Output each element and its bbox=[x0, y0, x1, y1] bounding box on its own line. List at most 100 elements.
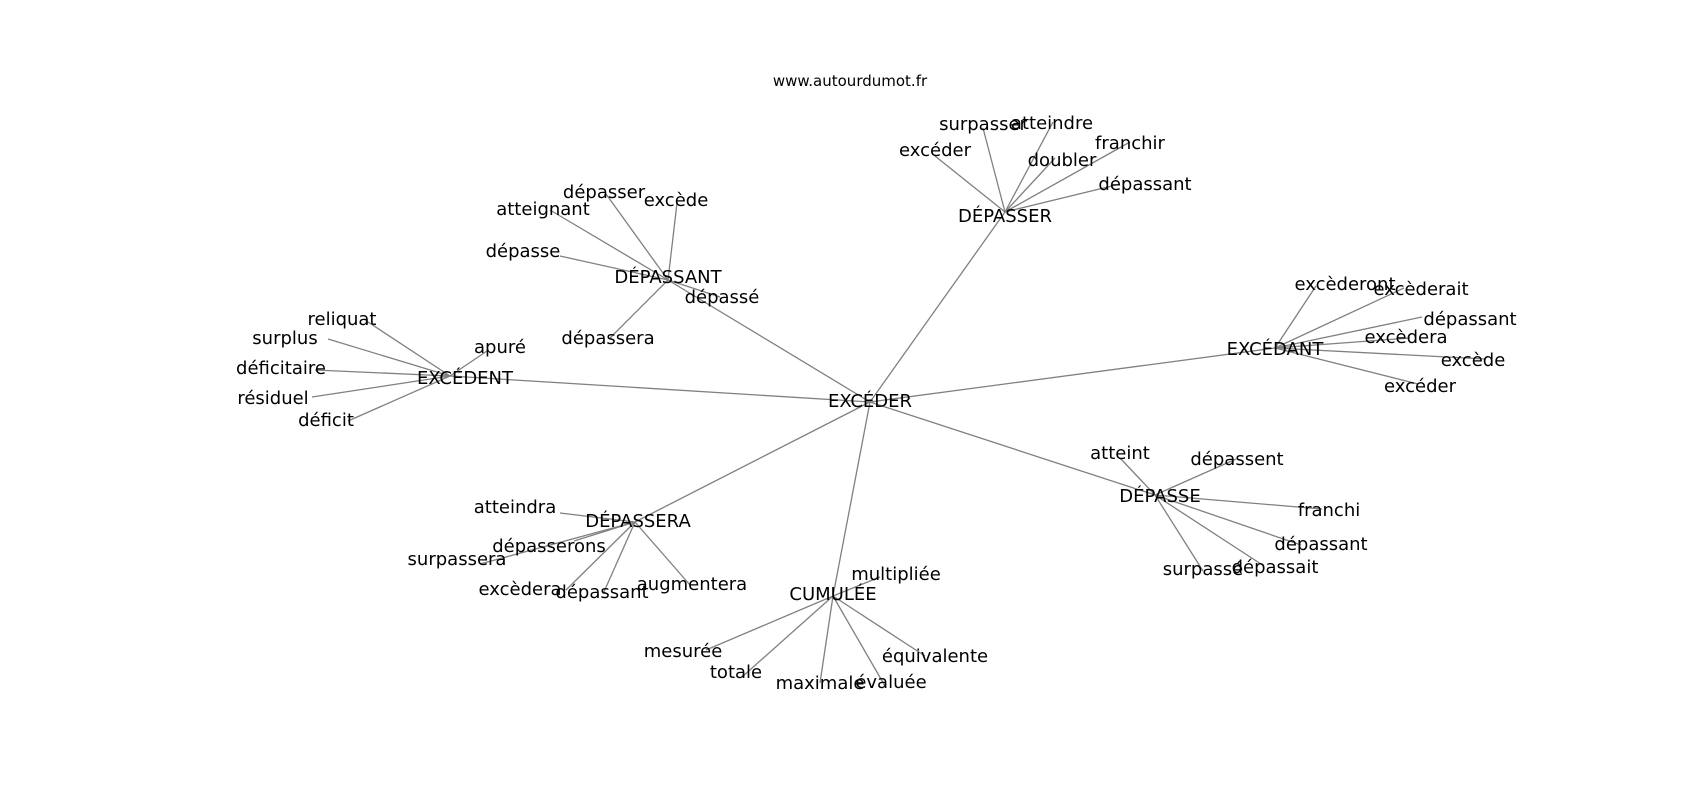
leaf-word-excedant-5[interactable]: excéder bbox=[1384, 376, 1457, 397]
leaf-word-cumulee-0[interactable]: multipliée bbox=[851, 564, 941, 585]
edge-excedant-3 bbox=[1274, 337, 1411, 349]
leaf-word-depassant-1[interactable]: excède bbox=[644, 190, 709, 211]
edge-cumulee-5 bbox=[819, 595, 834, 684]
edge-depassera-2 bbox=[479, 521, 636, 565]
hub-word-cumulee[interactable]: CUMULÉE bbox=[789, 583, 876, 605]
edge-excedent-2 bbox=[449, 350, 488, 377]
leaf-word-excedant-0[interactable]: excèderont bbox=[1294, 274, 1395, 295]
edge-center-depasse bbox=[869, 401, 1156, 496]
leaf-word-depasser-5[interactable]: dépassant bbox=[1098, 174, 1191, 195]
leaf-word-depassant-2[interactable]: atteignant bbox=[496, 199, 590, 220]
edge-depassera-5 bbox=[634, 521, 691, 586]
edge-depassant-3 bbox=[559, 255, 669, 281]
edge-excedant-2 bbox=[1274, 316, 1423, 349]
edge-depasser-1 bbox=[1004, 121, 1054, 213]
leaf-word-depasse-2[interactable]: franchi bbox=[1298, 500, 1360, 521]
leaf-word-depasser-4[interactable]: franchir bbox=[1095, 133, 1165, 154]
edge-depassant-5 bbox=[609, 279, 669, 339]
edge-depassant-1 bbox=[667, 202, 678, 281]
edge-excedant-0 bbox=[1274, 285, 1317, 349]
hub-word-excedent[interactable]: EXCÉDENT bbox=[417, 367, 514, 389]
edge-excedant-4 bbox=[1274, 347, 1486, 360]
edge-center-depassant bbox=[667, 279, 871, 403]
leaf-word-excedent-3[interactable]: déficitaire bbox=[236, 358, 326, 379]
edge-center-depassera bbox=[634, 401, 871, 523]
leaf-word-depassant-0[interactable]: dépasser bbox=[563, 182, 646, 203]
edge-depasse-2 bbox=[1154, 494, 1323, 510]
edge-depasser-5 bbox=[1004, 183, 1121, 213]
leaf-word-excedent-5[interactable]: déficit bbox=[298, 410, 354, 431]
leaf-word-excedent-1[interactable]: surplus bbox=[252, 328, 317, 349]
edge-cumulee-0 bbox=[832, 576, 881, 597]
leaf-word-excedant-3[interactable]: excèdera bbox=[1365, 327, 1448, 348]
edge-depasse-1 bbox=[1154, 458, 1237, 496]
edge-depasse-0 bbox=[1119, 457, 1156, 496]
edge-depasse-4 bbox=[1154, 494, 1204, 572]
leaf-word-excedent-0[interactable]: reliquat bbox=[307, 309, 376, 330]
edge-excedent-3 bbox=[314, 369, 451, 377]
leaf-word-cumulee-3[interactable]: totale bbox=[710, 662, 762, 683]
hub-word-depasse[interactable]: DÉPASSE bbox=[1119, 485, 1200, 507]
edge-depasser-2 bbox=[934, 155, 1006, 213]
edge-depassera-4 bbox=[602, 521, 636, 595]
edge-excedant-1 bbox=[1274, 287, 1405, 349]
leaf-word-depasse-0[interactable]: atteint bbox=[1090, 443, 1150, 464]
leaf-word-depassera-3[interactable]: excèdera bbox=[479, 579, 562, 600]
center-word[interactable]: EXCÉDER bbox=[828, 390, 912, 412]
edge-depassera-0 bbox=[559, 512, 636, 523]
edge-depasse-3 bbox=[1154, 494, 1302, 546]
edge-cumulee-4 bbox=[832, 595, 886, 687]
leaf-word-excedant-4[interactable]: excède bbox=[1441, 350, 1506, 371]
edge-excedent-0 bbox=[364, 319, 451, 377]
hub-word-depassera[interactable]: DÉPASSERA bbox=[585, 510, 691, 532]
edge-cumulee-3 bbox=[741, 595, 834, 678]
edge-cumulee-2 bbox=[832, 595, 926, 657]
leaf-word-depassera-4[interactable]: dépassant bbox=[555, 582, 648, 603]
leaf-word-depasser-2[interactable]: excéder bbox=[899, 140, 972, 161]
leaf-word-excedent-4[interactable]: résiduel bbox=[237, 388, 308, 409]
leaf-word-depassera-1[interactable]: dépasserons bbox=[492, 536, 606, 557]
edge-depasser-4 bbox=[1004, 141, 1131, 213]
edge-depasse-5 bbox=[1154, 494, 1265, 567]
edge-depasser-0 bbox=[982, 127, 1006, 213]
leaf-word-depassant-3[interactable]: dépasse bbox=[486, 241, 561, 262]
leaf-word-cumulee-5[interactable]: maximale bbox=[776, 673, 865, 694]
leaf-word-depasse-5[interactable]: dépassait bbox=[1232, 557, 1319, 578]
edge-center-depasser bbox=[869, 211, 1006, 403]
leaf-word-excedant-1[interactable]: excèderait bbox=[1373, 279, 1468, 300]
edge-depassant-4 bbox=[667, 279, 721, 298]
edge-excedent-1 bbox=[327, 338, 451, 377]
edge-depasser-3 bbox=[1004, 157, 1056, 213]
hub-word-depasser[interactable]: DÉPASSER bbox=[958, 205, 1052, 227]
edge-excedent-4 bbox=[311, 375, 451, 398]
leaf-word-depassera-0[interactable]: atteindra bbox=[474, 497, 557, 518]
edge-center-cumulee bbox=[832, 401, 871, 597]
edge-depassant-2 bbox=[549, 209, 669, 281]
leaf-word-depasser-1[interactable]: atteindre bbox=[1011, 113, 1093, 134]
leaf-word-cumulee-2[interactable]: équivalente bbox=[882, 646, 988, 667]
leaf-word-depassant-5[interactable]: dépassera bbox=[561, 328, 654, 349]
leaf-word-excedant-2[interactable]: dépassant bbox=[1423, 309, 1516, 330]
leaf-word-depasse-1[interactable]: dépassent bbox=[1190, 449, 1283, 470]
leaf-word-depassera-2[interactable]: surpassera bbox=[408, 549, 507, 570]
edge-excedent-5 bbox=[347, 375, 451, 422]
edge-depassant-0 bbox=[605, 193, 669, 281]
edge-center-excedent bbox=[449, 375, 871, 403]
leaf-word-depasse-4[interactable]: surpassé bbox=[1163, 559, 1243, 580]
edge-depassera-3 bbox=[565, 521, 636, 591]
leaf-word-depasse-3[interactable]: dépassant bbox=[1274, 534, 1367, 555]
hub-word-depassant[interactable]: DÉPASSANT bbox=[614, 266, 722, 288]
edge-excedant-5 bbox=[1274, 347, 1419, 385]
hub-word-excedant[interactable]: EXCÉDANT bbox=[1227, 338, 1325, 360]
source-watermark: www.autourdumot.fr bbox=[772, 72, 928, 90]
leaf-word-depasser-0[interactable]: surpasser bbox=[939, 114, 1027, 135]
edge-cumulee-1 bbox=[705, 595, 834, 651]
edge-center-excedant bbox=[869, 347, 1276, 403]
leaf-word-depassant-4[interactable]: dépassé bbox=[685, 287, 760, 308]
leaf-word-cumulee-1[interactable]: mesurée bbox=[644, 641, 723, 662]
leaf-word-cumulee-4[interactable]: évaluée bbox=[855, 672, 926, 693]
leaf-word-depassera-5[interactable]: augmentera bbox=[637, 574, 747, 595]
leaf-word-depasser-3[interactable]: doubler bbox=[1028, 150, 1097, 171]
leaf-word-excedent-2[interactable]: apuré bbox=[474, 337, 526, 358]
